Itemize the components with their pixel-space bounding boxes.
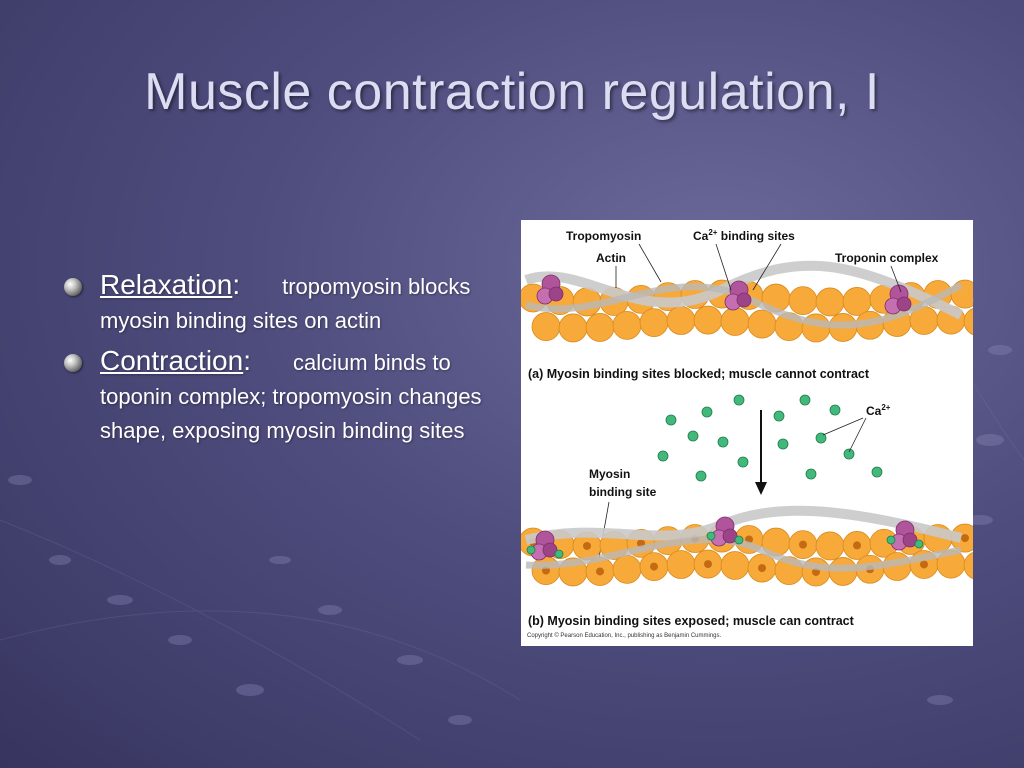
caption-a: (a) Myosin binding sites blocked; muscle… — [528, 367, 870, 381]
actin-bead — [694, 306, 722, 334]
actin-bead — [964, 308, 973, 336]
bullet-term: Contraction — [100, 345, 243, 376]
actin-bead — [721, 551, 749, 579]
calcium-ion — [778, 439, 788, 449]
label-myosin-line2: binding site — [589, 485, 657, 499]
arrowhead-icon — [755, 482, 767, 495]
actin-bead — [640, 309, 668, 337]
myosin-site-mark — [853, 541, 861, 549]
myosin-site-mark — [961, 534, 969, 542]
sphere-bullet-icon — [64, 354, 82, 372]
actin-bead — [613, 311, 641, 339]
bound-calcium — [887, 536, 895, 544]
bullet-list: Relaxation:tropomyosin blocks myosin bin… — [62, 268, 502, 454]
actin-bead — [667, 551, 695, 579]
troponin-subunit — [897, 297, 911, 311]
bullet-relaxation: Relaxation:tropomyosin blocks myosin bin… — [62, 268, 502, 338]
myosin-site-mark — [704, 560, 712, 568]
calcium-ion — [688, 431, 698, 441]
bound-calcium — [527, 546, 535, 554]
label-actin: Actin — [596, 251, 626, 265]
calcium-ion — [658, 451, 668, 461]
muscle-regulation-figure: Tropomyosin Actin Ca2+ binding sites Tro… — [521, 220, 973, 646]
actin-bead — [951, 280, 973, 308]
troponin-subunit — [737, 293, 751, 307]
actin-bead — [816, 532, 844, 560]
troponin-subunit — [549, 287, 563, 301]
label-myosin-line1: Myosin — [589, 467, 630, 481]
actin-bead — [721, 307, 749, 335]
calcium-ion — [774, 411, 784, 421]
sphere-bullet-icon — [64, 278, 82, 296]
myosin-site-mark — [650, 563, 658, 571]
actin-bead — [532, 313, 560, 341]
calcium-ion — [666, 415, 676, 425]
calcium-ion — [696, 471, 706, 481]
bullet-colon: : — [243, 345, 251, 376]
myosin-site-mark — [583, 542, 591, 550]
bound-calcium — [735, 536, 743, 544]
actin-bead — [816, 288, 844, 316]
calcium-ion — [806, 469, 816, 479]
label-troponin-complex: Troponin complex — [835, 251, 939, 265]
actin-bead — [843, 287, 871, 315]
actin-bead — [667, 307, 695, 335]
calcium-ion — [702, 407, 712, 417]
actin-bead — [748, 310, 776, 338]
label-ca-ion: Ca2+ — [866, 403, 891, 418]
calcium-ion — [844, 449, 854, 459]
actin-bead — [559, 314, 587, 342]
bound-calcium — [915, 540, 923, 548]
actin-bead — [789, 287, 817, 315]
myosin-site-mark — [920, 560, 928, 568]
slide-title: Muscle contraction regulation, I — [0, 62, 1024, 122]
bullet-contraction: Contraction:calcium binds to toponin com… — [62, 344, 502, 448]
bullet-colon: : — [232, 269, 240, 300]
calcium-ion — [738, 457, 748, 467]
myosin-site-mark — [799, 541, 807, 549]
copyright-note: Copyright © Pearson Education, Inc., pub… — [527, 633, 721, 639]
calcium-ions — [658, 395, 882, 481]
caption-b: (b) Myosin binding sites exposed; muscle… — [528, 614, 855, 628]
myosin-site-mark — [596, 567, 604, 575]
bound-calcium — [707, 532, 715, 540]
bullet-term: Relaxation — [100, 269, 232, 300]
label-ca-binding-sites: Ca2+ binding sites — [693, 228, 795, 243]
actin-bead — [613, 555, 641, 583]
actin-bead — [586, 313, 614, 341]
calcium-ion — [718, 437, 728, 447]
calcium-ion — [734, 395, 744, 405]
myosin-site-mark — [758, 564, 766, 572]
calcium-ion — [800, 395, 810, 405]
calcium-ion — [872, 467, 882, 477]
actin-bead — [964, 552, 973, 580]
label-tropomyosin: Tropomyosin — [566, 229, 641, 243]
bound-calcium — [555, 550, 563, 558]
calcium-ion — [830, 405, 840, 415]
